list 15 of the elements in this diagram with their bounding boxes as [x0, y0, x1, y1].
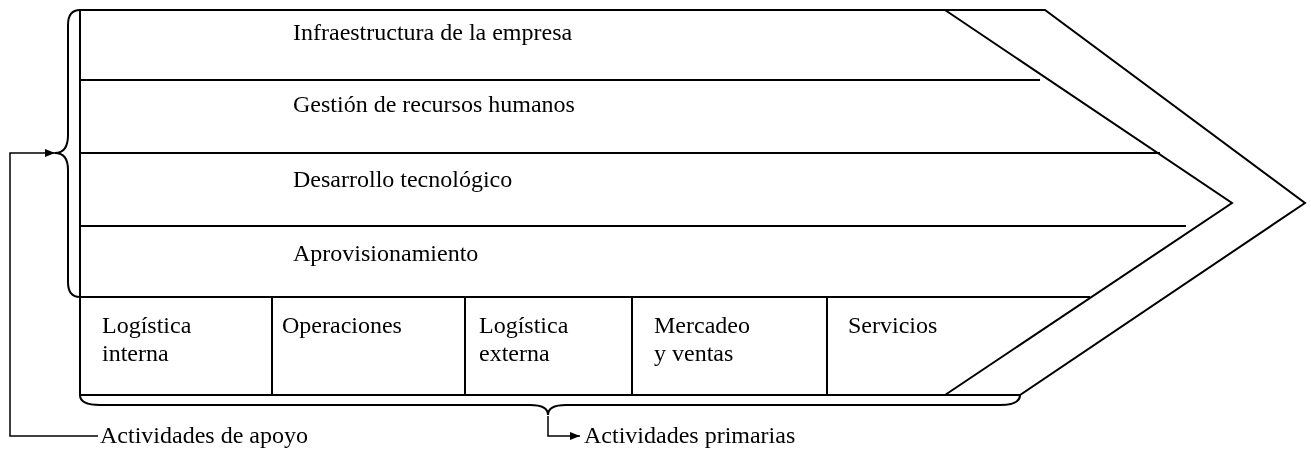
activity-label: Logística externa: [479, 311, 570, 367]
activity-label: Actividades de apoyo: [100, 421, 308, 449]
activity-label: Gestión de recursos humanos: [293, 90, 575, 118]
arrow: [547, 415, 581, 440]
brace: [54, 9, 81, 298]
arrow: [9, 149, 99, 437]
activity-label: Logística interna: [102, 311, 193, 367]
brace: [79, 394, 1021, 416]
activity-label: Infraestructura de la empresa: [293, 18, 573, 46]
activity-label: Desarrollo tecnológico: [293, 165, 513, 193]
activity-label: Aprovisionamiento: [293, 239, 479, 267]
activity-label: Mercadeo y ventas: [654, 311, 751, 367]
activity-label: Servicios: [848, 311, 938, 339]
activity-label: Actividades primarias: [584, 421, 796, 449]
activity-label: Operaciones: [282, 311, 402, 339]
